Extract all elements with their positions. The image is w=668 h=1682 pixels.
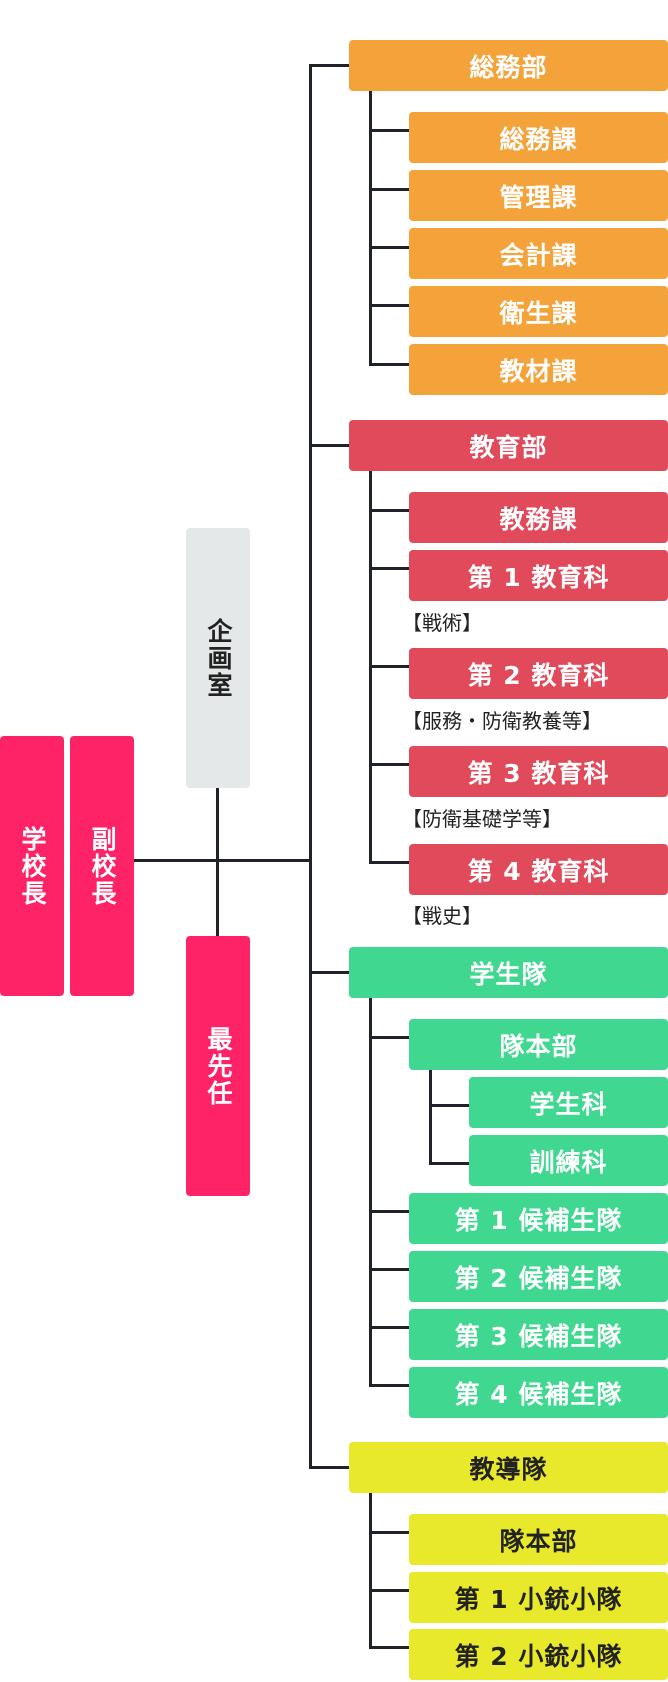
education-department-3-label: 第 3 教育科: [467, 758, 610, 788]
general-affairs-dept-box: 総務部: [349, 40, 668, 91]
connector-line: [369, 665, 409, 668]
education-department-4-label: 第 4 教育科: [467, 856, 610, 886]
candidate-corps-2-box: 第 2 候補生隊: [409, 1251, 668, 1302]
connector-line: [369, 1268, 409, 1271]
vice-principal-box: 副校長: [70, 736, 134, 996]
connector-line: [309, 64, 312, 1469]
rifle-platoon-1-label: 第 1 小銃小隊: [454, 1584, 623, 1614]
senior-officer-box: 最先任: [186, 936, 250, 1196]
connector-line: [369, 304, 409, 307]
connector-line: [369, 998, 372, 1387]
health-section-label: 衛生課: [499, 298, 578, 328]
planning-office-label: 企画室: [204, 617, 233, 699]
connector-line: [369, 1384, 409, 1387]
vice-principal-label: 副校長: [88, 825, 117, 907]
connector-line: [369, 246, 409, 249]
student-corps-label: 学生隊: [469, 959, 548, 989]
candidate-corps-4-box: 第 4 候補生隊: [409, 1367, 668, 1418]
principal-label: 学校長: [18, 825, 47, 907]
management-section-label: 管理課: [499, 182, 578, 212]
education-department-4-note: 【戦史】: [402, 904, 482, 928]
connector-line: [369, 763, 409, 766]
education-department-1-box: 第 1 教育科: [409, 550, 668, 601]
connector-line: [369, 91, 372, 366]
candidate-corps-2-label: 第 2 候補生隊: [454, 1263, 623, 1293]
candidate-corps-4-label: 第 4 候補生隊: [454, 1379, 623, 1409]
education-department-2-label: 第 2 教育科: [467, 660, 610, 690]
connector-line: [369, 1326, 409, 1329]
candidate-corps-3-label: 第 3 候補生隊: [454, 1321, 623, 1351]
candidate-corps-1-box: 第 1 候補生隊: [409, 1193, 668, 1244]
connector-line: [369, 363, 409, 366]
education-department-2-box: 第 2 教育科: [409, 648, 668, 699]
connector-line: [216, 788, 219, 937]
instruction-corps-hq-label: 隊本部: [499, 1526, 578, 1556]
connector-line: [309, 64, 349, 67]
connector-line: [309, 971, 349, 974]
connector-line: [369, 861, 409, 864]
academic-affairs-section-box: 教務課: [409, 492, 668, 543]
accounting-section-box: 会計課: [409, 228, 668, 279]
accounting-section-label: 会計課: [499, 240, 578, 270]
materials-section-box: 教材課: [409, 344, 668, 395]
connector-line: [309, 444, 349, 447]
student-section-label: 学生科: [529, 1089, 608, 1119]
rifle-platoon-1-box: 第 1 小銃小隊: [409, 1572, 668, 1623]
connector-line: [369, 1646, 409, 1649]
connector-line: [369, 1493, 372, 1649]
connector-line: [134, 859, 312, 862]
connector-line: [369, 1589, 409, 1592]
connector-line: [429, 1162, 469, 1165]
rifle-platoon-2-box: 第 2 小銃小隊: [409, 1629, 668, 1680]
education-dept-label: 教育部: [469, 432, 548, 462]
connector-line: [429, 1063, 432, 1165]
rifle-platoon-2-label: 第 2 小銃小隊: [454, 1641, 623, 1671]
instruction-corps-hq-box: 隊本部: [409, 1514, 668, 1565]
training-section-box: 訓練科: [469, 1135, 668, 1186]
connector-line: [369, 188, 409, 191]
connector-line: [369, 1036, 409, 1039]
education-department-1-label: 第 1 教育科: [467, 562, 610, 592]
candidate-corps-1-label: 第 1 候補生隊: [454, 1205, 623, 1235]
education-department-3-box: 第 3 教育科: [409, 746, 668, 797]
management-section-box: 管理課: [409, 170, 668, 221]
connector-line: [309, 1466, 349, 1469]
education-department-1-note: 【戦術】: [402, 611, 482, 635]
connector-line: [429, 1104, 469, 1107]
student-corps-hq-box: 隊本部: [409, 1019, 668, 1070]
candidate-corps-3-box: 第 3 候補生隊: [409, 1309, 668, 1360]
connector-line: [369, 129, 409, 132]
student-corps-hq-label: 隊本部: [499, 1031, 578, 1061]
connector-line: [369, 567, 409, 570]
principal-box: 学校長: [0, 736, 64, 996]
general-affairs-dept-label: 総務部: [469, 52, 548, 82]
education-department-3-note: 【防衛基礎学等】: [402, 807, 562, 831]
connector-line: [369, 509, 409, 512]
connector-line: [369, 1210, 409, 1213]
senior-officer-label: 最先任: [204, 1025, 233, 1107]
connector-line: [369, 1531, 409, 1534]
student-section-box: 学生科: [469, 1077, 668, 1128]
general-affairs-section-box: 総務課: [409, 112, 668, 163]
education-dept-box: 教育部: [349, 420, 668, 471]
planning-office-box: 企画室: [186, 528, 250, 788]
training-section-label: 訓練科: [529, 1147, 608, 1177]
instruction-corps-box: 教導隊: [349, 1442, 668, 1493]
academic-affairs-section-label: 教務課: [499, 504, 578, 534]
instruction-corps-label: 教導隊: [469, 1454, 548, 1484]
materials-section-label: 教材課: [499, 356, 578, 386]
education-department-2-note: 【服務・防衛教養等】: [402, 709, 602, 733]
student-corps-box: 学生隊: [349, 947, 668, 998]
health-section-box: 衛生課: [409, 286, 668, 337]
general-affairs-section-label: 総務課: [499, 124, 578, 154]
education-department-4-box: 第 4 教育科: [409, 844, 668, 895]
